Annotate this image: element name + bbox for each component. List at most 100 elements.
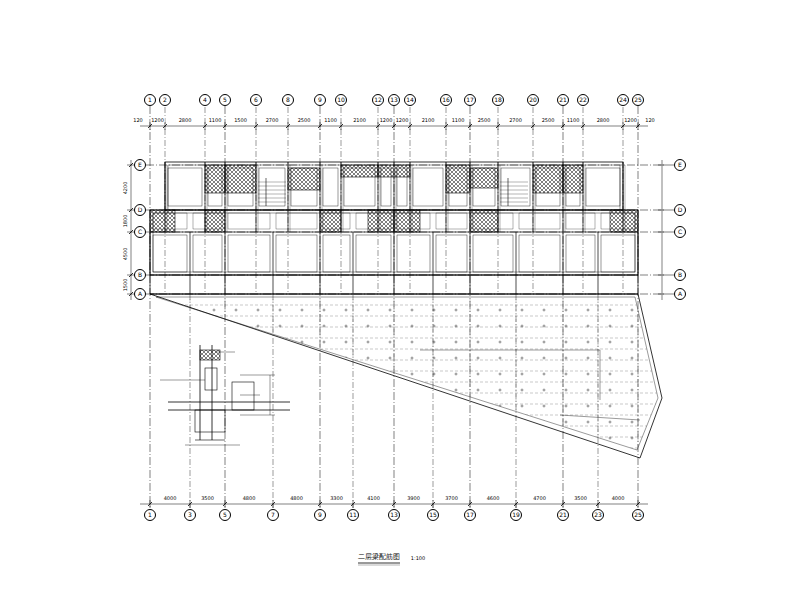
drawing-line <box>433 326 436 327</box>
drawing-line <box>500 389 501 392</box>
drawing-line <box>587 326 590 327</box>
axis-line <box>225 106 226 509</box>
drawing-line <box>301 326 304 327</box>
drawing-line <box>478 389 479 392</box>
drawing-line <box>301 310 304 311</box>
drawing-line <box>587 422 590 423</box>
drawing-line <box>565 374 568 375</box>
axis-line <box>470 106 471 509</box>
drawing-line <box>324 341 325 344</box>
drawing-line <box>169 326 172 327</box>
drawing-line <box>588 405 589 408</box>
drawing-line <box>411 422 414 423</box>
drawing-line <box>478 421 479 424</box>
drawing-line <box>389 390 392 391</box>
drawing-line <box>258 437 259 440</box>
axis-bubble: 9 <box>314 509 326 521</box>
drawing-line <box>500 341 501 344</box>
drawing-line <box>345 310 348 311</box>
drawing-line <box>623 107 624 294</box>
drawing-line <box>632 389 633 392</box>
drawing-line <box>585 165 586 232</box>
drawing-line <box>351 502 355 506</box>
drawing-line <box>477 342 480 343</box>
hatched-wall <box>394 210 420 232</box>
drawing-line <box>598 294 599 460</box>
drawing-line <box>610 421 611 424</box>
axis-line <box>150 106 151 509</box>
hatched-wall <box>341 165 378 177</box>
drawing-line <box>257 406 260 407</box>
axis-label: D <box>138 207 143 213</box>
drawing-line <box>345 342 348 343</box>
drawing-line <box>522 437 523 440</box>
drawing-line <box>598 294 599 508</box>
drawing-line <box>367 390 370 391</box>
axis-label: A <box>138 291 142 297</box>
axis-label: 10 <box>337 97 345 103</box>
axis-bubble: 1 <box>144 94 156 106</box>
drawing-line <box>500 309 501 312</box>
axis-label: 25 <box>634 97 642 103</box>
drawing-line <box>280 325 281 328</box>
drawing-line <box>279 438 282 439</box>
axis-label: 8 <box>286 97 290 103</box>
drawing-line <box>521 310 524 311</box>
drawing-line <box>346 421 347 424</box>
drawing-line <box>323 438 326 439</box>
drawing-line <box>566 357 567 360</box>
drawing-line <box>609 310 612 311</box>
axis-bubble: 3 <box>184 509 196 521</box>
drawing-line <box>587 310 590 311</box>
dimension-text: 1100 <box>451 118 466 123</box>
drawing-line <box>323 390 326 391</box>
drawing-line <box>508 178 509 206</box>
drawing-line <box>214 405 215 408</box>
drawing-line <box>192 325 193 328</box>
drawing-line <box>280 437 281 440</box>
drawing-line <box>258 186 286 187</box>
drawing-line <box>170 421 171 424</box>
drawing-line <box>205 107 206 294</box>
drawing-line <box>213 438 216 439</box>
drawing-line <box>191 390 194 391</box>
drawing-line <box>455 374 458 375</box>
drawing-line <box>412 373 413 376</box>
drawing-title: 二层梁配筋图 <box>357 554 401 561</box>
drawing-line <box>499 310 502 311</box>
drawing-line <box>192 341 193 344</box>
drawing-line <box>434 389 435 392</box>
drawing-line <box>341 107 342 294</box>
drawing-line <box>560 415 640 420</box>
dimension-text: 3300 <box>329 496 344 501</box>
room-outline <box>232 382 254 410</box>
drawing-line <box>389 406 392 407</box>
axis-bubble: 18 <box>492 94 504 106</box>
axis-bubble: 22 <box>577 94 589 106</box>
drawing-line <box>279 310 282 311</box>
drawing-line <box>433 232 434 294</box>
drawing-line <box>543 438 546 439</box>
drawing-line <box>455 310 458 311</box>
room-outline <box>195 410 225 432</box>
drawing-line <box>192 421 193 424</box>
drawing-line <box>544 325 545 328</box>
dimension-text: 4000 <box>611 496 626 501</box>
drawing-line <box>431 502 435 506</box>
drawing-line <box>499 342 502 343</box>
drawing-line <box>131 160 132 300</box>
drawing-line <box>587 342 590 343</box>
dimension-text: 1100 <box>323 118 338 123</box>
drawing-line <box>235 406 238 407</box>
drawing-line <box>390 405 391 408</box>
drawing-line <box>170 405 171 408</box>
drawing-line <box>499 438 502 439</box>
axis-bubble: E <box>134 159 146 171</box>
drawing-line <box>258 405 259 408</box>
drawing-line <box>324 309 325 312</box>
axis-bubble: 16 <box>440 94 452 106</box>
drawing-line <box>376 124 380 128</box>
drawing-line <box>389 422 392 423</box>
drawing-line <box>345 326 348 327</box>
drawing-line <box>588 357 589 360</box>
